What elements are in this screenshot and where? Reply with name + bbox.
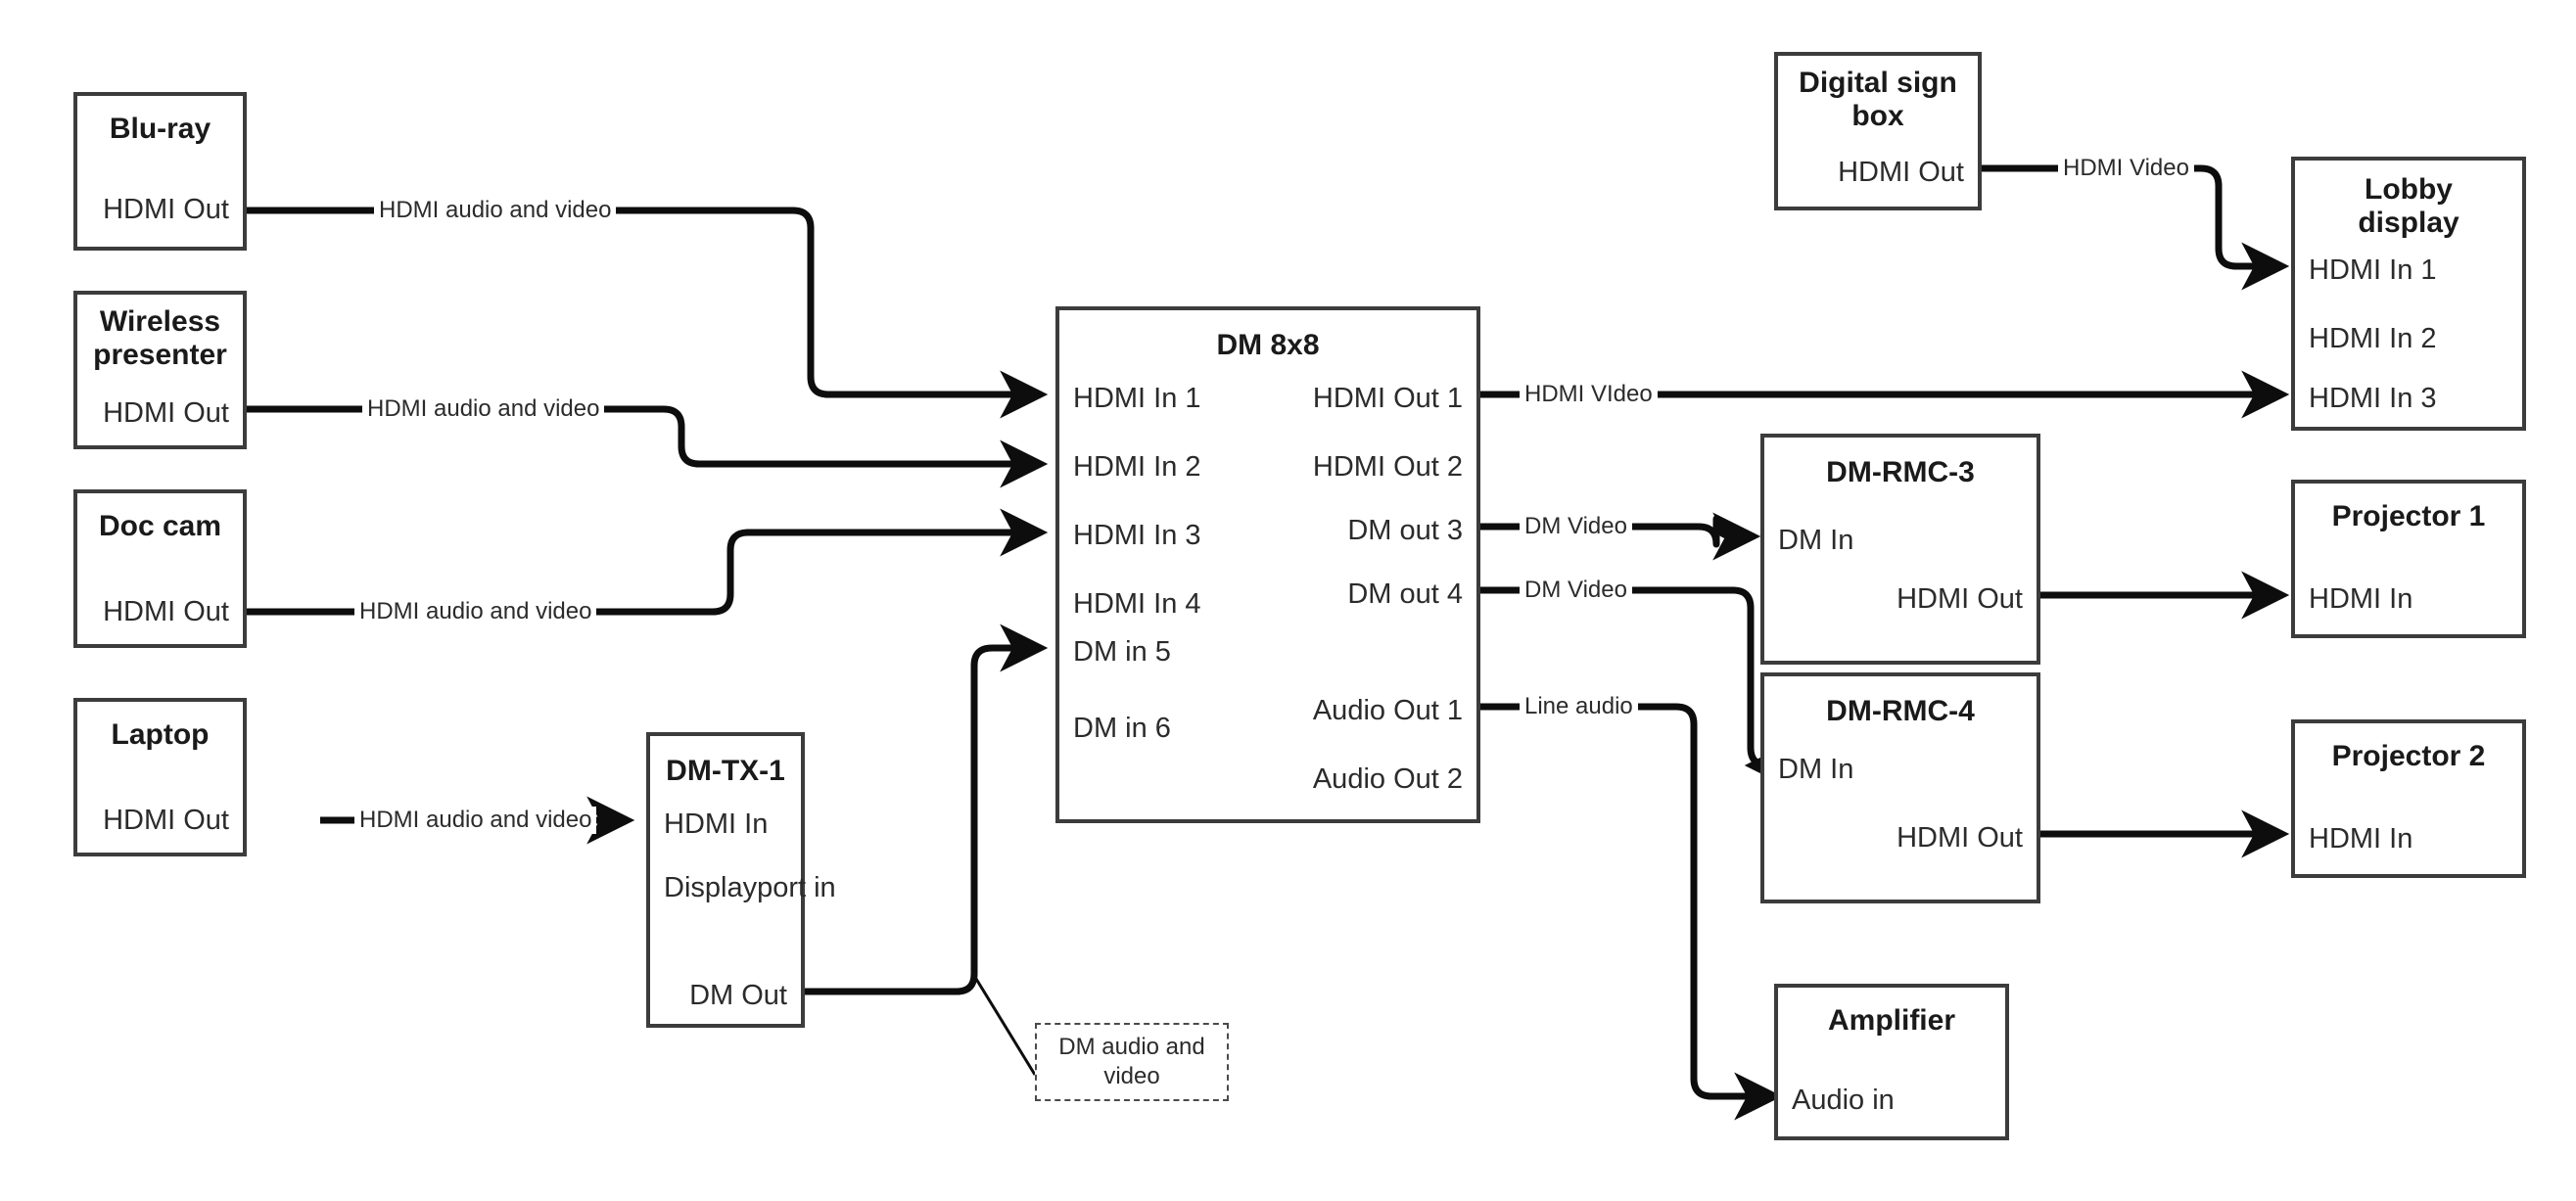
wire-dmtx1-to-dm8x8 [805, 624, 1049, 995]
wire-bluray-to-dm8x8 [247, 207, 1049, 419]
node-dm-tx-1-port-hdmi-in[interactable]: HDMI In [664, 808, 769, 840]
node-dm-rmc-3-port-dm-in[interactable]: DM In [1778, 525, 1854, 556]
node-dm-tx-1-port-dm-out[interactable]: DM Out [689, 980, 787, 1011]
wire-label-wireless-to-dm8x8: HDMI audio and video [362, 395, 605, 423]
node-bluray-title: Blu-ray [109, 113, 211, 145]
node-wireless-presenter-title-line2: presenter [93, 339, 227, 371]
node-lobby-display-title-line2: display [2358, 207, 2459, 239]
node-amplifier-port-audio-in[interactable]: Audio in [1792, 1085, 1895, 1116]
node-bluray-port-hdmi-out[interactable]: HDMI Out [103, 194, 229, 225]
node-lobby-display[interactable]: Lobby display HDMI In 1 HDMI In 2 HDMI I… [2291, 157, 2526, 431]
node-doc-cam-port-hdmi-out[interactable]: HDMI Out [103, 596, 229, 627]
node-digital-sign-box[interactable]: Digital sign box HDMI Out [1774, 52, 1982, 210]
callout-text-line2: video [1103, 1063, 1160, 1089]
node-dm-8x8-output-dm-out-4[interactable]: DM out 4 [1347, 578, 1463, 610]
wire-label-laptop-to-dmtx1: HDMI audio and video [354, 807, 597, 834]
node-dm-tx-1[interactable]: DM-TX-1 HDMI In Displayport in DM Out [646, 732, 836, 1028]
node-amplifier-title: Amplifier [1827, 1004, 1956, 1037]
node-projector-1-title: Projector 1 [2331, 500, 2486, 532]
node-dm-8x8-output-audio-out-2[interactable]: Audio Out 2 [1312, 763, 1463, 795]
node-dm-8x8-title: DM 8x8 [1216, 329, 1320, 361]
node-projector-2-title: Projector 2 [2331, 740, 2486, 772]
node-digital-sign-box-title-line2: box [1851, 100, 1904, 132]
wire-dm8x8-out4-to-rmc4 [1480, 586, 1793, 790]
node-digital-sign-box-title-line1: Digital sign [1799, 67, 1957, 99]
node-dm-8x8-output-audio-out-1[interactable]: Audio Out 1 [1312, 695, 1463, 726]
node-bluray[interactable]: Blu-ray HDMI Out [73, 92, 247, 251]
wire-label-bluray-to-dm8x8: HDMI audio and video [374, 197, 617, 224]
node-dm-tx-1-port-displayport-in[interactable]: Displayport in [664, 872, 836, 903]
node-digital-sign-box-port-hdmi-out[interactable]: HDMI Out [1838, 157, 1964, 188]
node-doc-cam-title: Doc cam [98, 510, 222, 542]
node-dm-8x8-output-hdmi-out-1[interactable]: HDMI Out 1 [1312, 383, 1463, 414]
node-dm-rmc-3[interactable]: DM-RMC-3 DM In HDMI Out [1760, 434, 2040, 665]
node-dm-8x8-output-dm-out-3[interactable]: DM out 3 [1347, 515, 1463, 546]
node-dm-8x8-output-hdmi-out-2[interactable]: HDMI Out 2 [1312, 451, 1463, 483]
callout-text-line1: DM audio and [1058, 1034, 1205, 1060]
node-lobby-display-input-hdmi-in-2[interactable]: HDMI In 2 [2309, 323, 2437, 354]
node-projector-1-port-hdmi-in[interactable]: HDMI In [2309, 583, 2413, 615]
node-dm-8x8-input-hdmi-in-2[interactable]: HDMI In 2 [1073, 451, 1201, 483]
node-dm-rmc-4-title: DM-RMC-4 [1826, 695, 1975, 727]
node-wireless-presenter-port-hdmi-out[interactable]: HDMI Out [103, 397, 229, 429]
node-dm-rmc-3-title: DM-RMC-3 [1826, 456, 1975, 488]
node-lobby-display-title-line1: Lobby [2365, 173, 2453, 206]
node-laptop-port-hdmi-out[interactable]: HDMI Out [103, 805, 229, 836]
node-dm-8x8-input-hdmi-in-4[interactable]: HDMI In 4 [1073, 588, 1201, 620]
wire-dm8x8-audio1-to-amplifier [1480, 703, 1783, 1121]
wire-label-dm8x8-out3-to-rmc3: DM Video [1520, 513, 1632, 540]
node-dm-8x8-input-dm-in-5[interactable]: DM in 5 [1073, 636, 1171, 668]
node-dm-8x8[interactable]: DM 8x8 HDMI In 1 HDMI In 2 HDMI In 3 HDM… [1055, 306, 1480, 823]
wire-digitalsign-to-lobby [1982, 164, 2290, 291]
callout-dm-audio-and-video: DM audio and video [1035, 1023, 1229, 1101]
node-dm-8x8-input-dm-in-6[interactable]: DM in 6 [1073, 713, 1171, 744]
node-doc-cam[interactable]: Doc cam HDMI Out [73, 489, 247, 648]
node-wireless-presenter-title-line1: Wireless [99, 305, 221, 338]
wire-label-dm8x8-out1-to-lobby: HDMI VIdeo [1520, 381, 1658, 408]
node-lobby-display-input-hdmi-in-1[interactable]: HDMI In 1 [2309, 254, 2437, 286]
node-projector-2[interactable]: Projector 2 HDMI In [2291, 719, 2526, 878]
node-wireless-presenter[interactable]: Wireless presenter HDMI Out [73, 291, 247, 449]
node-projector-2-port-hdmi-in[interactable]: HDMI In [2309, 823, 2413, 855]
wire-label-dm8x8-out4-to-rmc4: DM Video [1520, 577, 1632, 604]
node-dm-8x8-input-hdmi-in-3[interactable]: HDMI In 3 [1073, 520, 1201, 551]
node-projector-1[interactable]: Projector 1 HDMI In [2291, 480, 2526, 638]
node-dm-rmc-4-port-dm-in[interactable]: DM In [1778, 754, 1854, 785]
node-dm-rmc-3-port-hdmi-out[interactable]: HDMI Out [1897, 583, 2023, 615]
callout-leader-line [974, 978, 1037, 1076]
node-dm-rmc-4[interactable]: DM-RMC-4 DM In HDMI Out [1760, 672, 2040, 903]
node-amplifier[interactable]: Amplifier Audio in [1774, 984, 2009, 1140]
node-lobby-display-input-hdmi-in-3[interactable]: HDMI In 3 [2309, 383, 2437, 414]
node-laptop-title: Laptop [111, 718, 210, 751]
node-dm-tx-1-title: DM-TX-1 [666, 755, 785, 787]
node-dm-8x8-input-hdmi-in-1[interactable]: HDMI In 1 [1073, 383, 1201, 414]
wire-label-digitalsign-to-lobby: HDMI Video [2058, 155, 2194, 182]
wire-label-audioout1-to-amplifier: Line audio [1520, 693, 1638, 720]
node-dm-rmc-4-port-hdmi-out[interactable]: HDMI Out [1897, 822, 2023, 854]
node-laptop[interactable]: Laptop HDMI Out [73, 698, 247, 856]
wire-label-doccam-to-dm8x8: HDMI audio and video [354, 598, 597, 625]
callout-text: DM audio and video [1047, 1033, 1216, 1091]
